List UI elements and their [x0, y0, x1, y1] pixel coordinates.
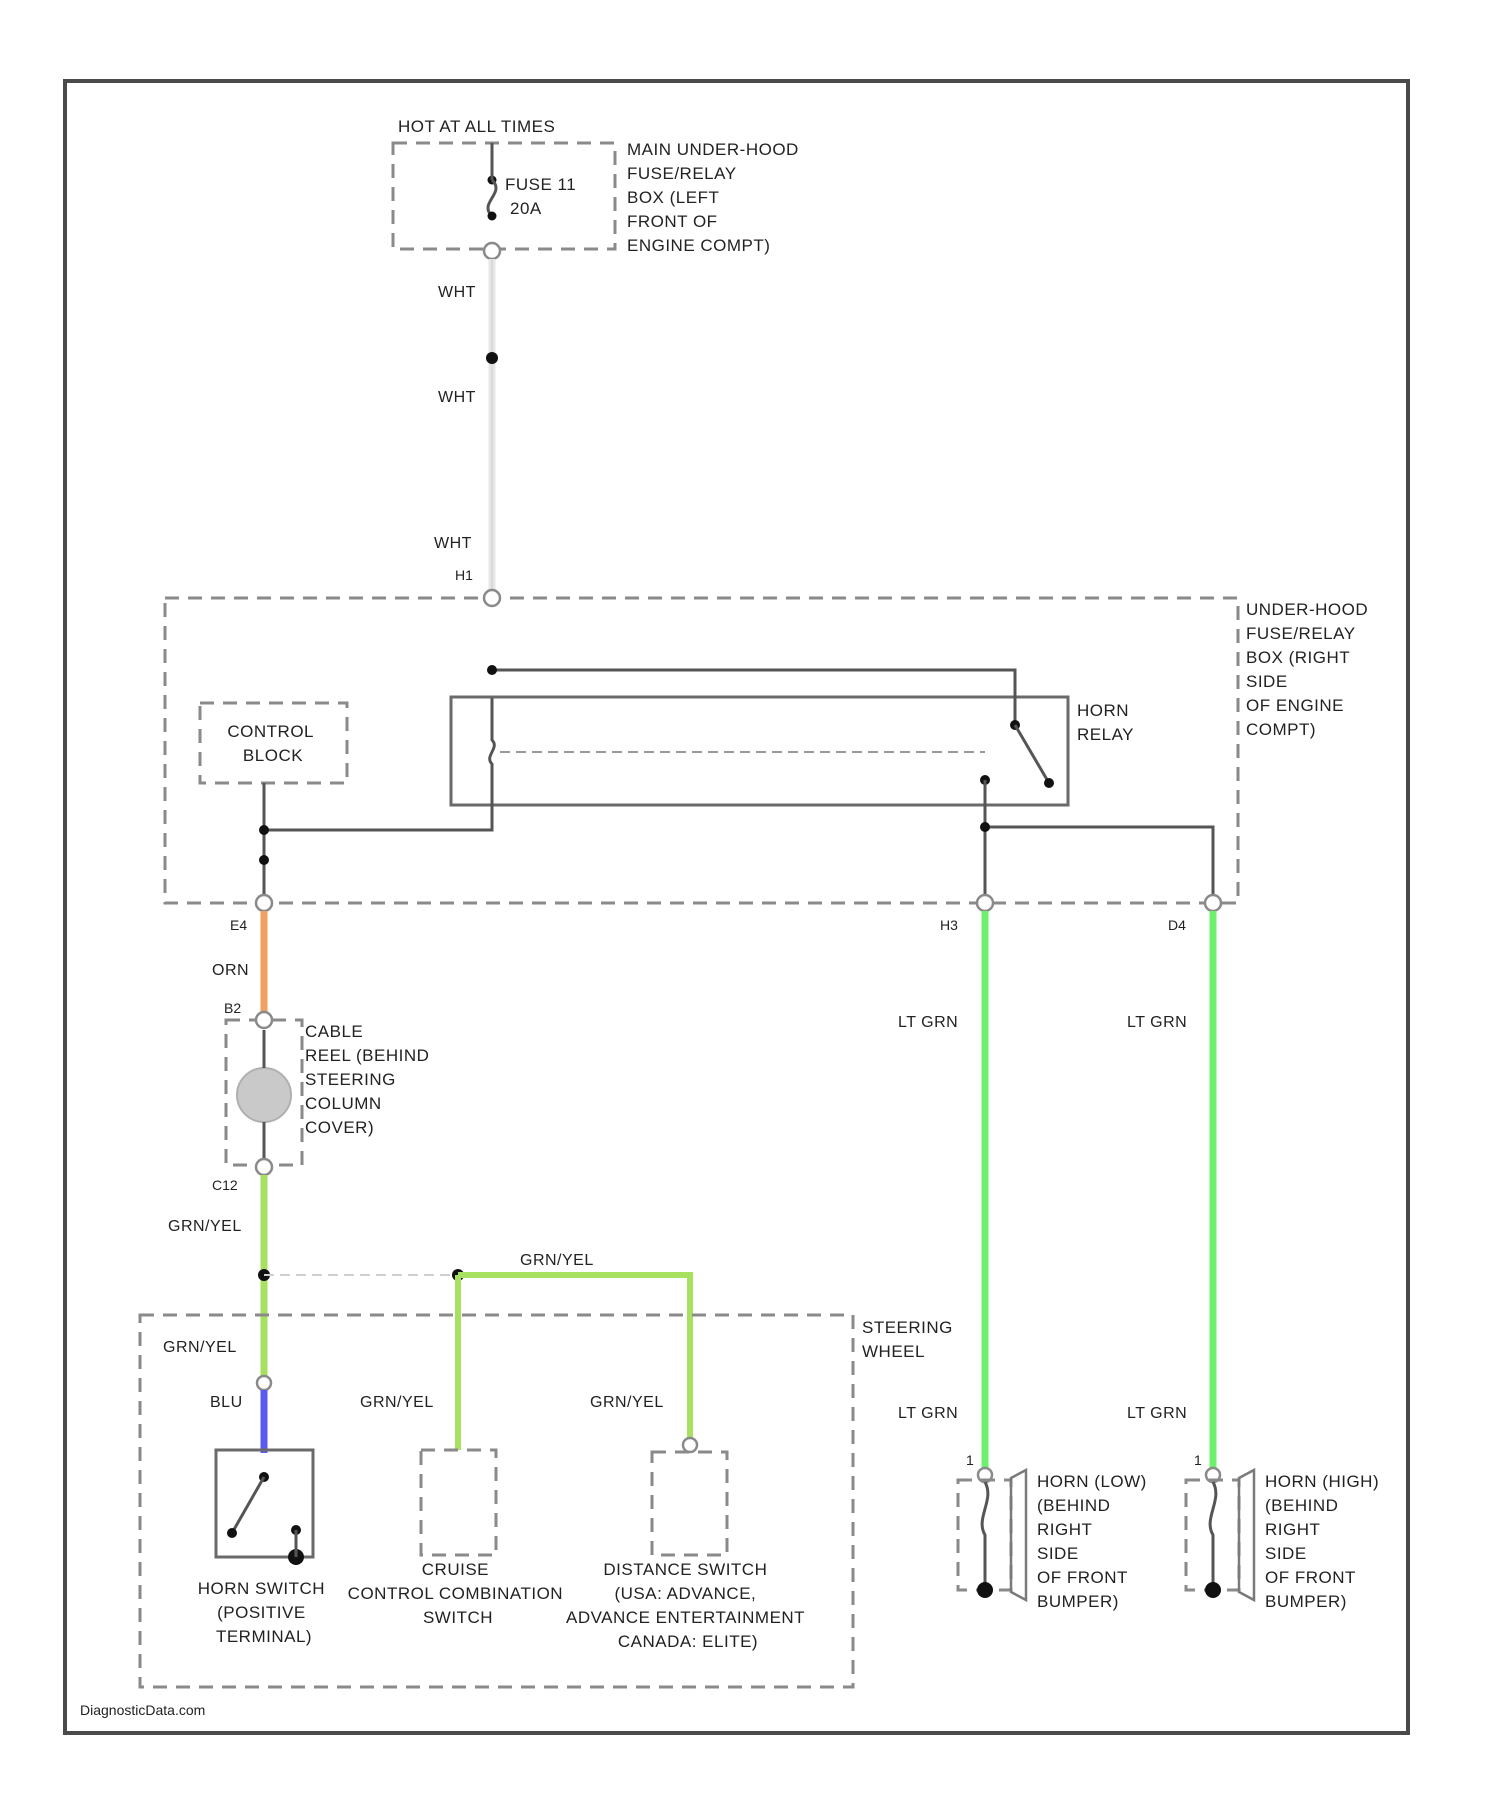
relay-box: UNDER-HOOD FUSE/RELAY BOX (RIGHT SIDE OF… — [165, 590, 1373, 933]
horn-high: 1 HORN (HIGH) (BEHIND RIGHT SIDE OF FRON… — [1186, 1452, 1384, 1611]
cable-reel-connector-top — [256, 1012, 272, 1028]
fuse-rating: 20A — [510, 199, 542, 218]
blu-label: BLU — [210, 1394, 243, 1411]
pin-b2: B2 — [224, 1000, 241, 1016]
cable-reel: CABLE REEL (BEHIND STEERING COLUMN COVER… — [212, 1012, 435, 1193]
control-block: CONTROL BLOCK — [200, 703, 347, 900]
distance-switch: DISTANCE SWITCH (USA: ADVANCE, ADVANCE E… — [566, 1438, 810, 1651]
horn-switch: HORN SWITCH (POSITIVE TERMINAL) — [198, 1450, 331, 1646]
horn-high-pin: 1 — [1194, 1452, 1202, 1468]
grn-yel-label-1: GRN/YEL — [168, 1218, 242, 1235]
horn-low-label: HORN (LOW) (BEHIND RIGHT SIDE OF FRONT B… — [1037, 1472, 1152, 1611]
distance-switch-label: DISTANCE SWITCH (USA: ADVANCE, ADVANCE E… — [566, 1560, 810, 1651]
horn-high-icon — [1239, 1470, 1254, 1600]
cruise-switch-label: CRUISE CONTROL COMBINATION SWITCH — [348, 1560, 569, 1627]
wht-wire: WHT WHT WHT H1 — [434, 259, 498, 590]
wht-label-3: WHT — [434, 535, 472, 552]
horn-switch-connector — [257, 1376, 271, 1390]
cruise-control-switch: CRUISE CONTROL COMBINATION SWITCH — [348, 1450, 569, 1627]
relay-box-connector-h3 — [977, 895, 993, 911]
fuse-11: FUSE 11 20A — [488, 175, 577, 221]
clock-spring-icon — [237, 1068, 291, 1122]
lt-grn-label-2: LT GRN — [1127, 1014, 1187, 1031]
pin-e4: E4 — [230, 917, 247, 933]
orn-label: ORN — [212, 962, 249, 979]
cable-reel-label: CABLE REEL (BEHIND STEERING COLUMN COVER… — [305, 1022, 435, 1137]
wht-label-2: WHT — [438, 389, 476, 406]
main-fuse-box-label: MAIN UNDER-HOOD FUSE/RELAY BOX (LEFT FRO… — [627, 140, 804, 255]
source-footer: DiagnosticData.com — [80, 1702, 205, 1718]
fuse-name: FUSE 11 — [505, 175, 576, 194]
lt-grn-wires: LT GRN LT GRN LT GRN LT GRN — [898, 911, 1213, 1468]
grn-yel-label-4: GRN/YEL — [360, 1394, 434, 1411]
grn-yel-label-2: GRN/YEL — [520, 1252, 594, 1269]
pin-h3: H3 — [940, 917, 958, 933]
wht-splice — [486, 352, 498, 364]
grn-yel-label-3: GRN/YEL — [163, 1339, 237, 1356]
pin-d4: D4 — [1168, 917, 1186, 933]
horn-relay: HORN RELAY — [264, 665, 1213, 900]
relay-box-connector-h1 — [484, 590, 500, 606]
lt-grn-label-4: LT GRN — [1127, 1405, 1187, 1422]
hot-at-all-times-label: HOT AT ALL TIMES — [398, 117, 555, 136]
main-fuse-box: HOT AT ALL TIMES MAIN UNDER-HOOD FUSE/RE… — [393, 117, 804, 259]
wht-label-1: WHT — [438, 284, 476, 301]
pin-c12: C12 — [212, 1177, 238, 1193]
pin-h1: H1 — [455, 567, 473, 583]
grn-yel-label-5: GRN/YEL — [590, 1394, 664, 1411]
horn-switch-label: HORN SWITCH (POSITIVE TERMINAL) — [198, 1579, 331, 1646]
relay-box-connector-d4 — [1205, 895, 1221, 911]
lt-grn-label-3: LT GRN — [898, 1405, 958, 1422]
control-block-label: CONTROL BLOCK — [227, 722, 318, 765]
horn-relay-label: HORN RELAY — [1077, 701, 1134, 744]
relay-box-connector-e4 — [256, 895, 272, 911]
cable-reel-connector-bottom — [256, 1159, 272, 1175]
horn-low: 1 HORN (LOW) (BEHIND RIGHT SIDE OF FRONT… — [958, 1452, 1152, 1611]
relay-box-label: UNDER-HOOD FUSE/RELAY BOX (RIGHT SIDE OF… — [1246, 600, 1373, 739]
steering-wheel-label: STEERING WHEEL — [862, 1318, 958, 1361]
lt-grn-label-1: LT GRN — [898, 1014, 958, 1031]
horn-high-label: HORN (HIGH) (BEHIND RIGHT SIDE OF FRONT … — [1265, 1472, 1384, 1611]
horn-low-icon — [1011, 1470, 1026, 1600]
horn-low-pin: 1 — [966, 1452, 974, 1468]
fuse-box-connector — [484, 243, 500, 259]
